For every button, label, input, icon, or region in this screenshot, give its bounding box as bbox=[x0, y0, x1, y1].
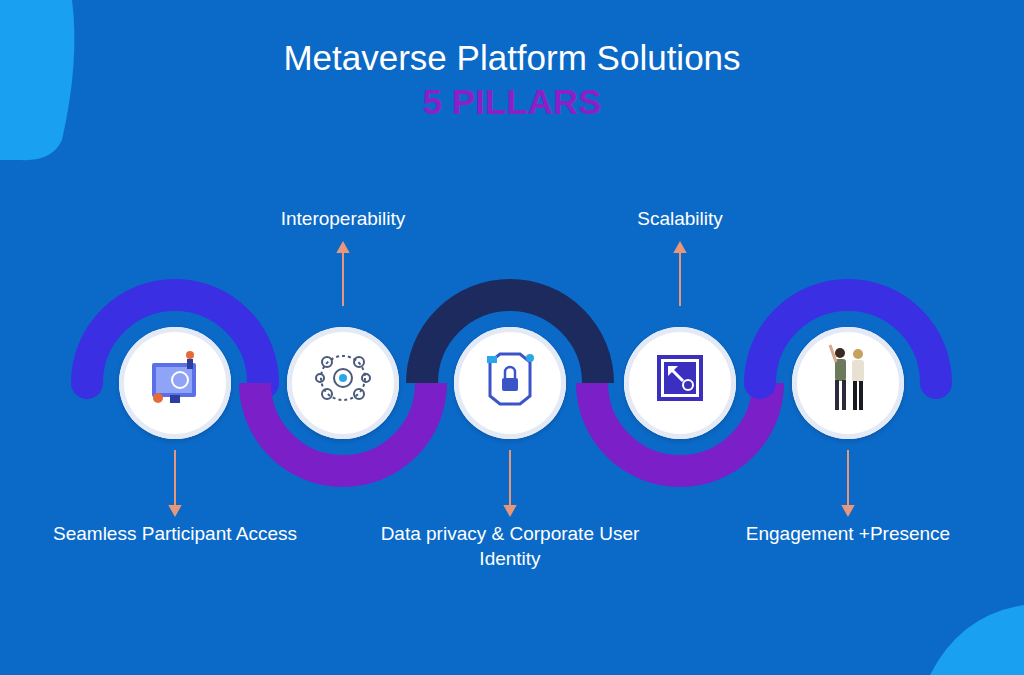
arrow-head bbox=[338, 243, 348, 252]
leader-arrow bbox=[509, 450, 511, 508]
arrow-head bbox=[843, 506, 853, 515]
pillar-circle: Engagement +Presence bbox=[792, 327, 904, 439]
pillar-label: Data privacy & Corporate User Identity bbox=[365, 521, 655, 571]
corner-blob bbox=[0, 0, 74, 160]
pillar-label: Seamless Participant Access bbox=[30, 521, 320, 546]
arrow-head bbox=[170, 506, 180, 515]
pillar-circle: Seamless Participant Access bbox=[119, 327, 231, 439]
subtitle: 5 PILLARS bbox=[0, 82, 1024, 122]
arrow-head bbox=[505, 506, 515, 515]
title: Metaverse Platform Solutions bbox=[0, 38, 1024, 78]
leader-arrow bbox=[679, 250, 681, 306]
pillar-label: Scalability bbox=[535, 206, 825, 231]
pillar-circle: Scalability bbox=[624, 327, 736, 439]
pillar-circle: Data privacy & Corporate User Identity bbox=[454, 327, 566, 439]
arrow-head bbox=[675, 243, 685, 252]
leader-arrow bbox=[174, 450, 176, 508]
leader-arrow bbox=[847, 450, 849, 508]
corner-blob bbox=[930, 605, 1024, 675]
pillar-label: Engagement +Presence bbox=[703, 521, 993, 546]
pillar-circle: Interoperability bbox=[287, 327, 399, 439]
leader-arrow bbox=[342, 250, 344, 306]
pillar-label: Interoperability bbox=[198, 206, 488, 231]
